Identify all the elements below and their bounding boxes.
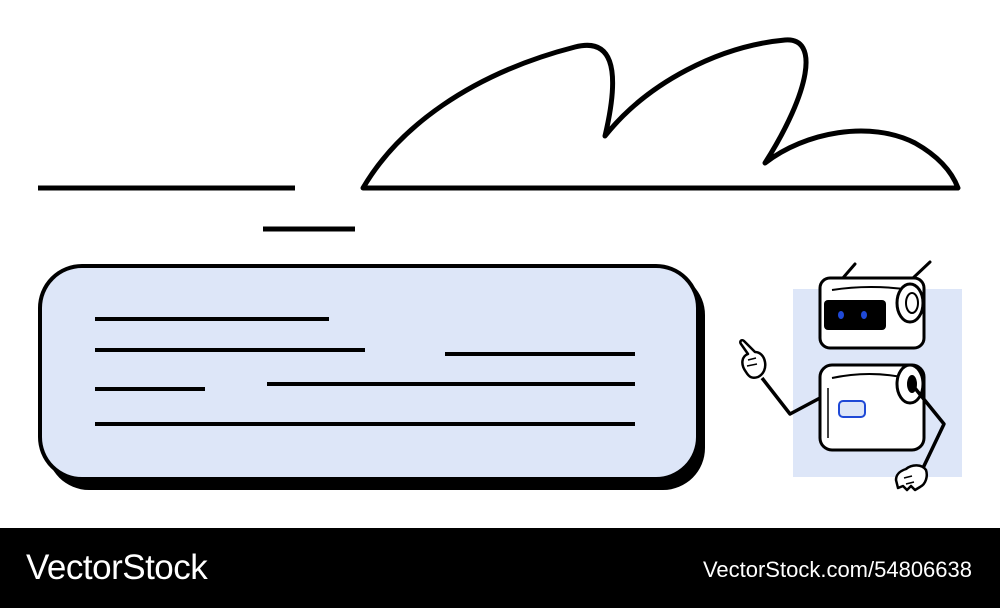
footer-bar: VectorStock VectorStock.com/54806638: [0, 528, 1000, 608]
chat-bubble: [38, 264, 700, 481]
robot-panel: [838, 400, 866, 418]
robot-antenna: [910, 260, 932, 281]
robot-head: [818, 260, 932, 350]
robot-lower-arm: [894, 385, 946, 492]
robot-body: [818, 363, 926, 452]
robot-eye: [861, 311, 867, 319]
image-id-text: VectorStock.com/54806638: [702, 557, 972, 582]
brand-logo-text: VectorStock: [26, 548, 208, 587]
robot-visor: [824, 300, 886, 330]
chat-robot-illustration: [38, 37, 962, 492]
bubble-text-lines: [95, 317, 635, 426]
cloud-shape: [360, 37, 961, 191]
robot-eye: [838, 311, 844, 319]
robot-pointing-arm: [739, 338, 821, 416]
